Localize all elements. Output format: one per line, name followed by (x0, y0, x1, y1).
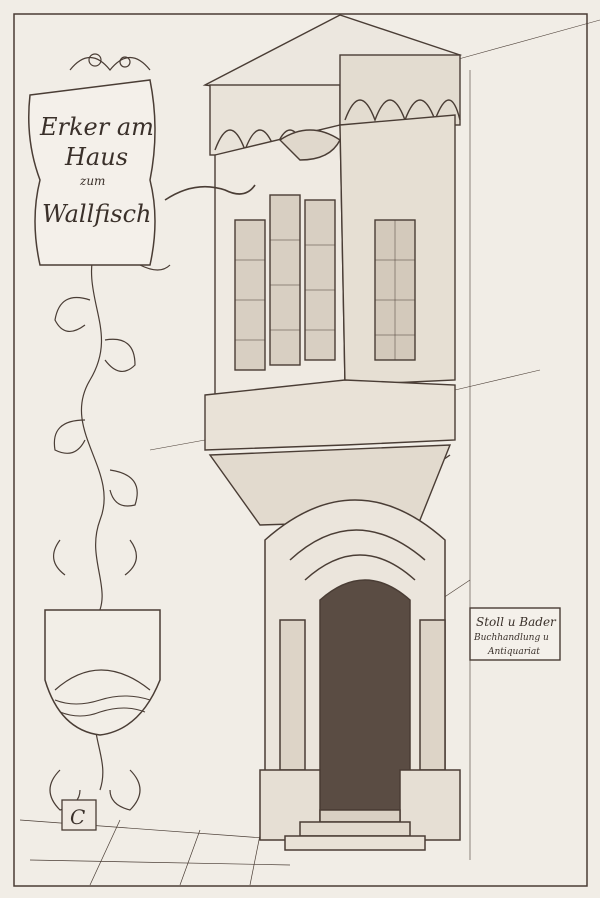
wall-hatching (149, 19, 600, 860)
monogram-emblem (61, 799, 97, 831)
oriel-body (164, 114, 456, 396)
page-border (13, 13, 588, 887)
banner-line-2: Haus (64, 143, 128, 171)
banner-line-1: Erker am (39, 113, 154, 141)
coat-of-arms-shield (44, 609, 161, 736)
banner-finial (69, 53, 151, 71)
oriel-corbel (204, 379, 456, 526)
ornamental-vine (49, 244, 141, 811)
floor-paving (19, 819, 291, 886)
shop-sign-line-2: Buchhandlung u (473, 633, 549, 643)
shop-sign-line-1: Stoll u Bader (476, 615, 557, 629)
shop-sign-line-3: Antiquariat (487, 647, 540, 657)
shop-sign (469, 607, 561, 661)
title-banner (28, 79, 171, 271)
monogram-letter: C (70, 805, 85, 829)
banner-line-3: zum (79, 174, 105, 188)
banner-line-4: Wallfisch (42, 200, 151, 228)
portal (259, 499, 461, 851)
